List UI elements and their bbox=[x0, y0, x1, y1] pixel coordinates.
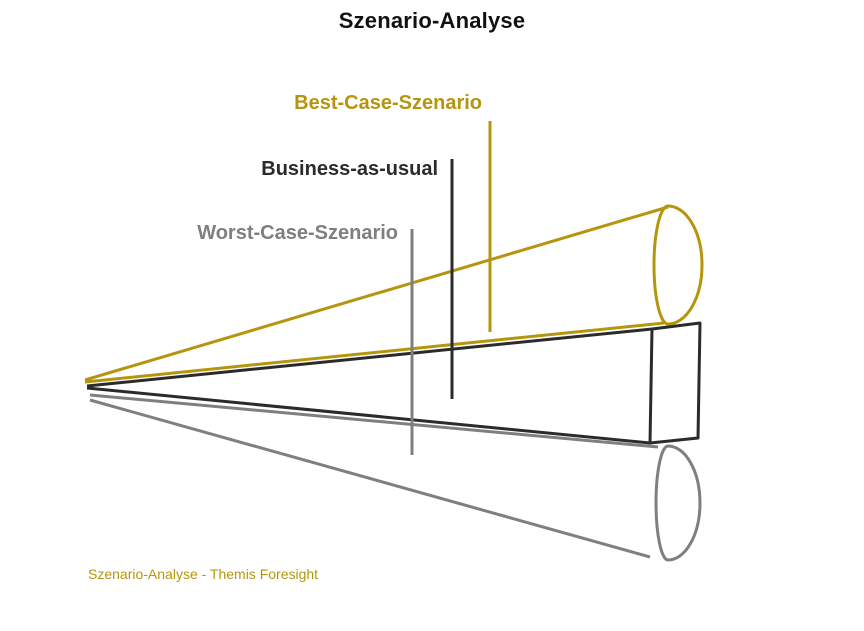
label-worst-case-szenario: Worst-Case-Szenario bbox=[197, 222, 398, 244]
best-case-cone-upper-edge bbox=[84, 205, 669, 382]
worst-case-cone-upper-edge bbox=[89, 393, 659, 449]
label-best-case-szenario: Best-Case-Szenario bbox=[294, 92, 482, 114]
page-title: Szenario-Analyse bbox=[338, 8, 526, 33]
business-as-usual-cone-upper-edge bbox=[86, 327, 653, 388]
business-as-usual-cone-lower-edge bbox=[86, 386, 651, 445]
label-business-as-usual: Business-as-usual bbox=[261, 158, 438, 180]
business-as-usual-cone bbox=[86, 321, 702, 445]
worst-case-cone-lower-edge bbox=[89, 398, 651, 559]
best-case-cone bbox=[84, 204, 704, 384]
best-case-cone-end-ellipse bbox=[652, 204, 704, 326]
best-case-cone-lower-edge bbox=[84, 321, 665, 384]
business-as-usual-cone-end-cap bbox=[648, 321, 702, 445]
footer-credit: Szenario-Analyse - Themis Foresight bbox=[88, 566, 319, 582]
worst-case-cone-end-ellipse bbox=[654, 444, 702, 562]
worst-case-reflection-cone bbox=[89, 393, 702, 562]
